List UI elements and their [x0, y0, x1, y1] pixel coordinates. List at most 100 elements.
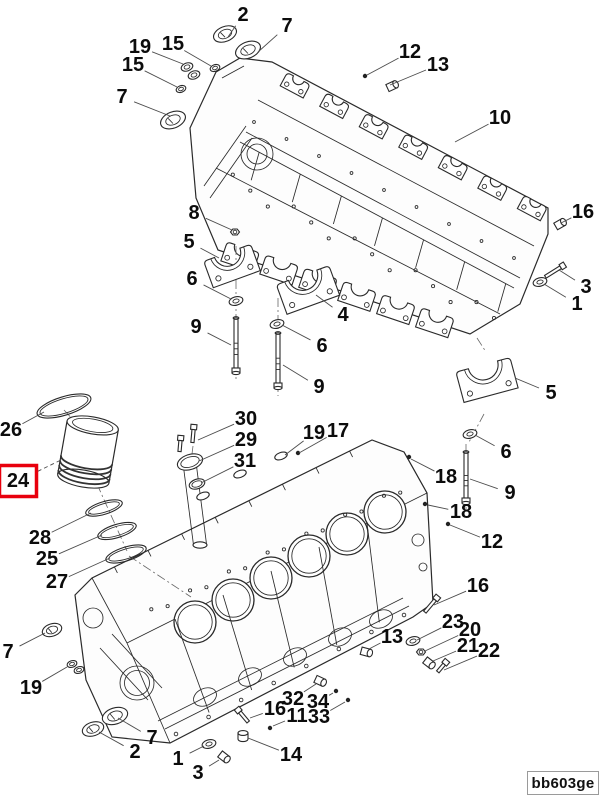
callout-label-7[interactable]: 7	[281, 15, 292, 37]
callout-label-7[interactable]: 7	[2, 641, 13, 663]
leader-line-15	[184, 50, 212, 67]
callout-label-6[interactable]: 6	[500, 441, 511, 463]
leader-line-7	[257, 34, 278, 53]
callout-label-7[interactable]: 7	[146, 727, 157, 749]
leader-line-5	[200, 247, 220, 259]
callout-label-16[interactable]: 16	[467, 575, 489, 597]
callout-label-18[interactable]: 18	[450, 501, 472, 523]
callout-label-9[interactable]: 9	[190, 316, 201, 338]
leader-line-3	[208, 759, 220, 767]
callout-label-24[interactable]: 24	[7, 470, 30, 492]
callout-label-9[interactable]: 9	[504, 482, 515, 504]
part-sring	[209, 63, 221, 73]
leader-line-7	[19, 632, 46, 647]
part-boltv	[461, 450, 471, 506]
callout-label-22[interactable]: 22	[478, 640, 500, 662]
callout-label-26[interactable]: 26	[0, 419, 22, 441]
hardware-parts-layer	[36, 25, 568, 764]
part-dot	[406, 454, 412, 460]
leader-line-19	[284, 440, 304, 456]
callout-label-14[interactable]: 14	[280, 744, 303, 766]
leader-line-15	[144, 70, 178, 88]
callout-label-32[interactable]: 32	[282, 688, 304, 710]
callout-label-12[interactable]: 12	[481, 531, 503, 553]
callout-label-13[interactable]: 13	[427, 54, 449, 76]
leader-line-24	[37, 458, 64, 472]
callout-label-5[interactable]: 5	[545, 382, 556, 404]
leader-line-13	[368, 642, 381, 650]
callout-label-25[interactable]: 25	[36, 548, 58, 570]
callout-label-7[interactable]: 7	[116, 86, 127, 108]
leader-line-9	[207, 332, 232, 346]
callout-label-2[interactable]: 2	[129, 741, 140, 763]
part-gring	[188, 478, 206, 490]
callout-label-5[interactable]: 5	[183, 231, 194, 253]
callout-label-2[interactable]: 2	[237, 4, 248, 26]
part-ring	[160, 110, 186, 130]
callout-label-18[interactable]: 18	[435, 466, 457, 488]
callout-label-15[interactable]: 15	[162, 33, 184, 55]
part-ring	[235, 40, 261, 60]
part-ring	[41, 622, 63, 638]
callout-label-30[interactable]: 30	[235, 408, 257, 430]
callout-label-8[interactable]: 8	[188, 202, 199, 224]
leader-line-19	[42, 666, 68, 682]
leader-line-14	[247, 737, 280, 751]
callout-label-28[interactable]: 28	[29, 527, 51, 549]
callout-label-29[interactable]: 29	[235, 429, 257, 451]
callout-label-1[interactable]: 1	[571, 293, 582, 315]
part-nut	[229, 228, 241, 236]
leader-line-20	[424, 635, 459, 652]
leader-line-12	[449, 524, 481, 538]
leader-line-31	[200, 466, 234, 484]
leader-line-26	[22, 411, 45, 425]
callout-label-6[interactable]: 6	[186, 268, 197, 290]
callout-label-4[interactable]: 4	[337, 304, 349, 326]
lower-block-drawing	[74, 439, 434, 744]
part-sring	[66, 659, 78, 669]
part-oring	[85, 499, 123, 517]
callout-label-16[interactable]: 16	[264, 698, 286, 720]
figure-code-box: bb603ge	[527, 771, 599, 795]
callout-label-27[interactable]: 27	[46, 571, 68, 593]
part-washer	[269, 319, 285, 329]
callout-label-3[interactable]: 3	[580, 276, 591, 298]
callout-label-16[interactable]: 16	[572, 201, 594, 223]
leader-line-22	[443, 655, 478, 671]
callout-label-19[interactable]: 19	[303, 422, 325, 444]
callout-label-1[interactable]: 1	[172, 748, 183, 770]
leader-line-7	[117, 717, 142, 732]
callout-label-12[interactable]: 12	[399, 41, 421, 63]
callout-label-15[interactable]: 15	[122, 54, 144, 76]
callout-label-17[interactable]: 17	[327, 420, 349, 442]
leader-line-19	[151, 51, 184, 65]
callout-label-31[interactable]: 31	[234, 450, 256, 472]
callout-label-3[interactable]: 3	[192, 762, 203, 784]
callout-label-13[interactable]: 13	[381, 626, 403, 648]
callout-label-10[interactable]: 10	[489, 107, 511, 129]
part-dot	[295, 450, 301, 456]
leader-line-33	[330, 701, 346, 711]
part-cap	[456, 357, 519, 404]
callout-label-34[interactable]: 34	[307, 691, 330, 713]
callout-label-20[interactable]: 20	[459, 619, 481, 641]
callout-label-19[interactable]: 19	[129, 36, 151, 58]
callout-label-33[interactable]: 33	[308, 706, 330, 728]
callout-label-21[interactable]: 21	[457, 635, 479, 657]
callout-label-11[interactable]: 11	[286, 705, 307, 727]
callout-label-9[interactable]: 9	[313, 376, 324, 398]
part-bolt	[543, 261, 568, 279]
part-oring	[36, 393, 92, 419]
leader-line-13	[389, 69, 427, 86]
leader-line-6	[281, 324, 311, 341]
callout-label-6[interactable]: 6	[316, 335, 327, 357]
part-bolt	[435, 657, 451, 674]
callout-label-23[interactable]: 23	[442, 611, 464, 633]
part-washer	[228, 296, 244, 306]
callout-label-19[interactable]: 19	[20, 677, 42, 699]
leader-line-28	[51, 512, 92, 533]
leader-line-16	[560, 217, 572, 224]
part-oring	[97, 521, 137, 541]
leader-line-6	[203, 284, 232, 300]
part-liner	[57, 415, 119, 489]
